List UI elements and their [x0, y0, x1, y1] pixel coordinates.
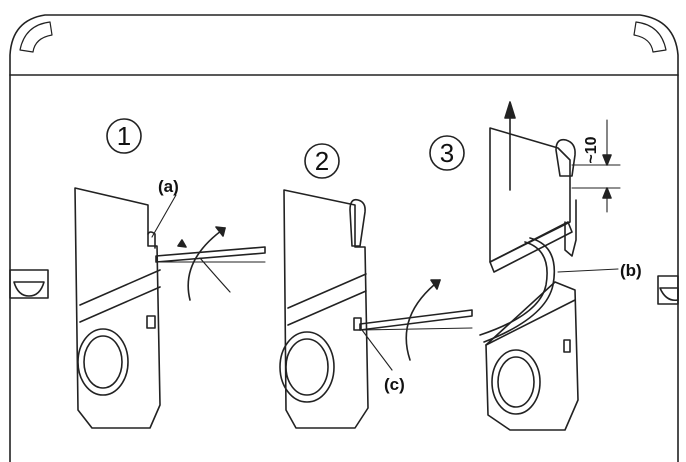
step-3-top-panel [489, 127, 577, 273]
step-3-circle [429, 135, 465, 171]
label-a-leader [151, 194, 177, 238]
step-1-rotation-arrow [187, 226, 226, 301]
step-2-tool [359, 309, 473, 331]
step-3-cable [479, 237, 556, 343]
dimension-marker [571, 119, 621, 213]
frame [9, 14, 679, 462]
step-3-base-cabinet [485, 281, 579, 431]
step-2-circle [304, 143, 340, 179]
label-c: (c) [384, 375, 405, 394]
step-2-number: 2 [315, 146, 329, 176]
label-b: (b) [620, 261, 642, 280]
step-3-up-arrow [504, 101, 516, 191]
step-2-rotation-arrow [405, 279, 441, 361]
step-1-tool [155, 239, 266, 293]
left-clip [9, 269, 49, 299]
step-2-cabinet [279, 189, 369, 429]
step-1-circle [106, 118, 142, 154]
label-c-leader [361, 329, 393, 371]
step-3-number: 3 [440, 138, 454, 168]
step-1-cabinet [74, 187, 161, 429]
right-clip [657, 275, 679, 305]
dimension-label: ~10 [583, 136, 600, 163]
label-a: (a) [158, 177, 179, 196]
label-b-leader [557, 268, 619, 273]
step-1-number: 1 [117, 121, 131, 151]
